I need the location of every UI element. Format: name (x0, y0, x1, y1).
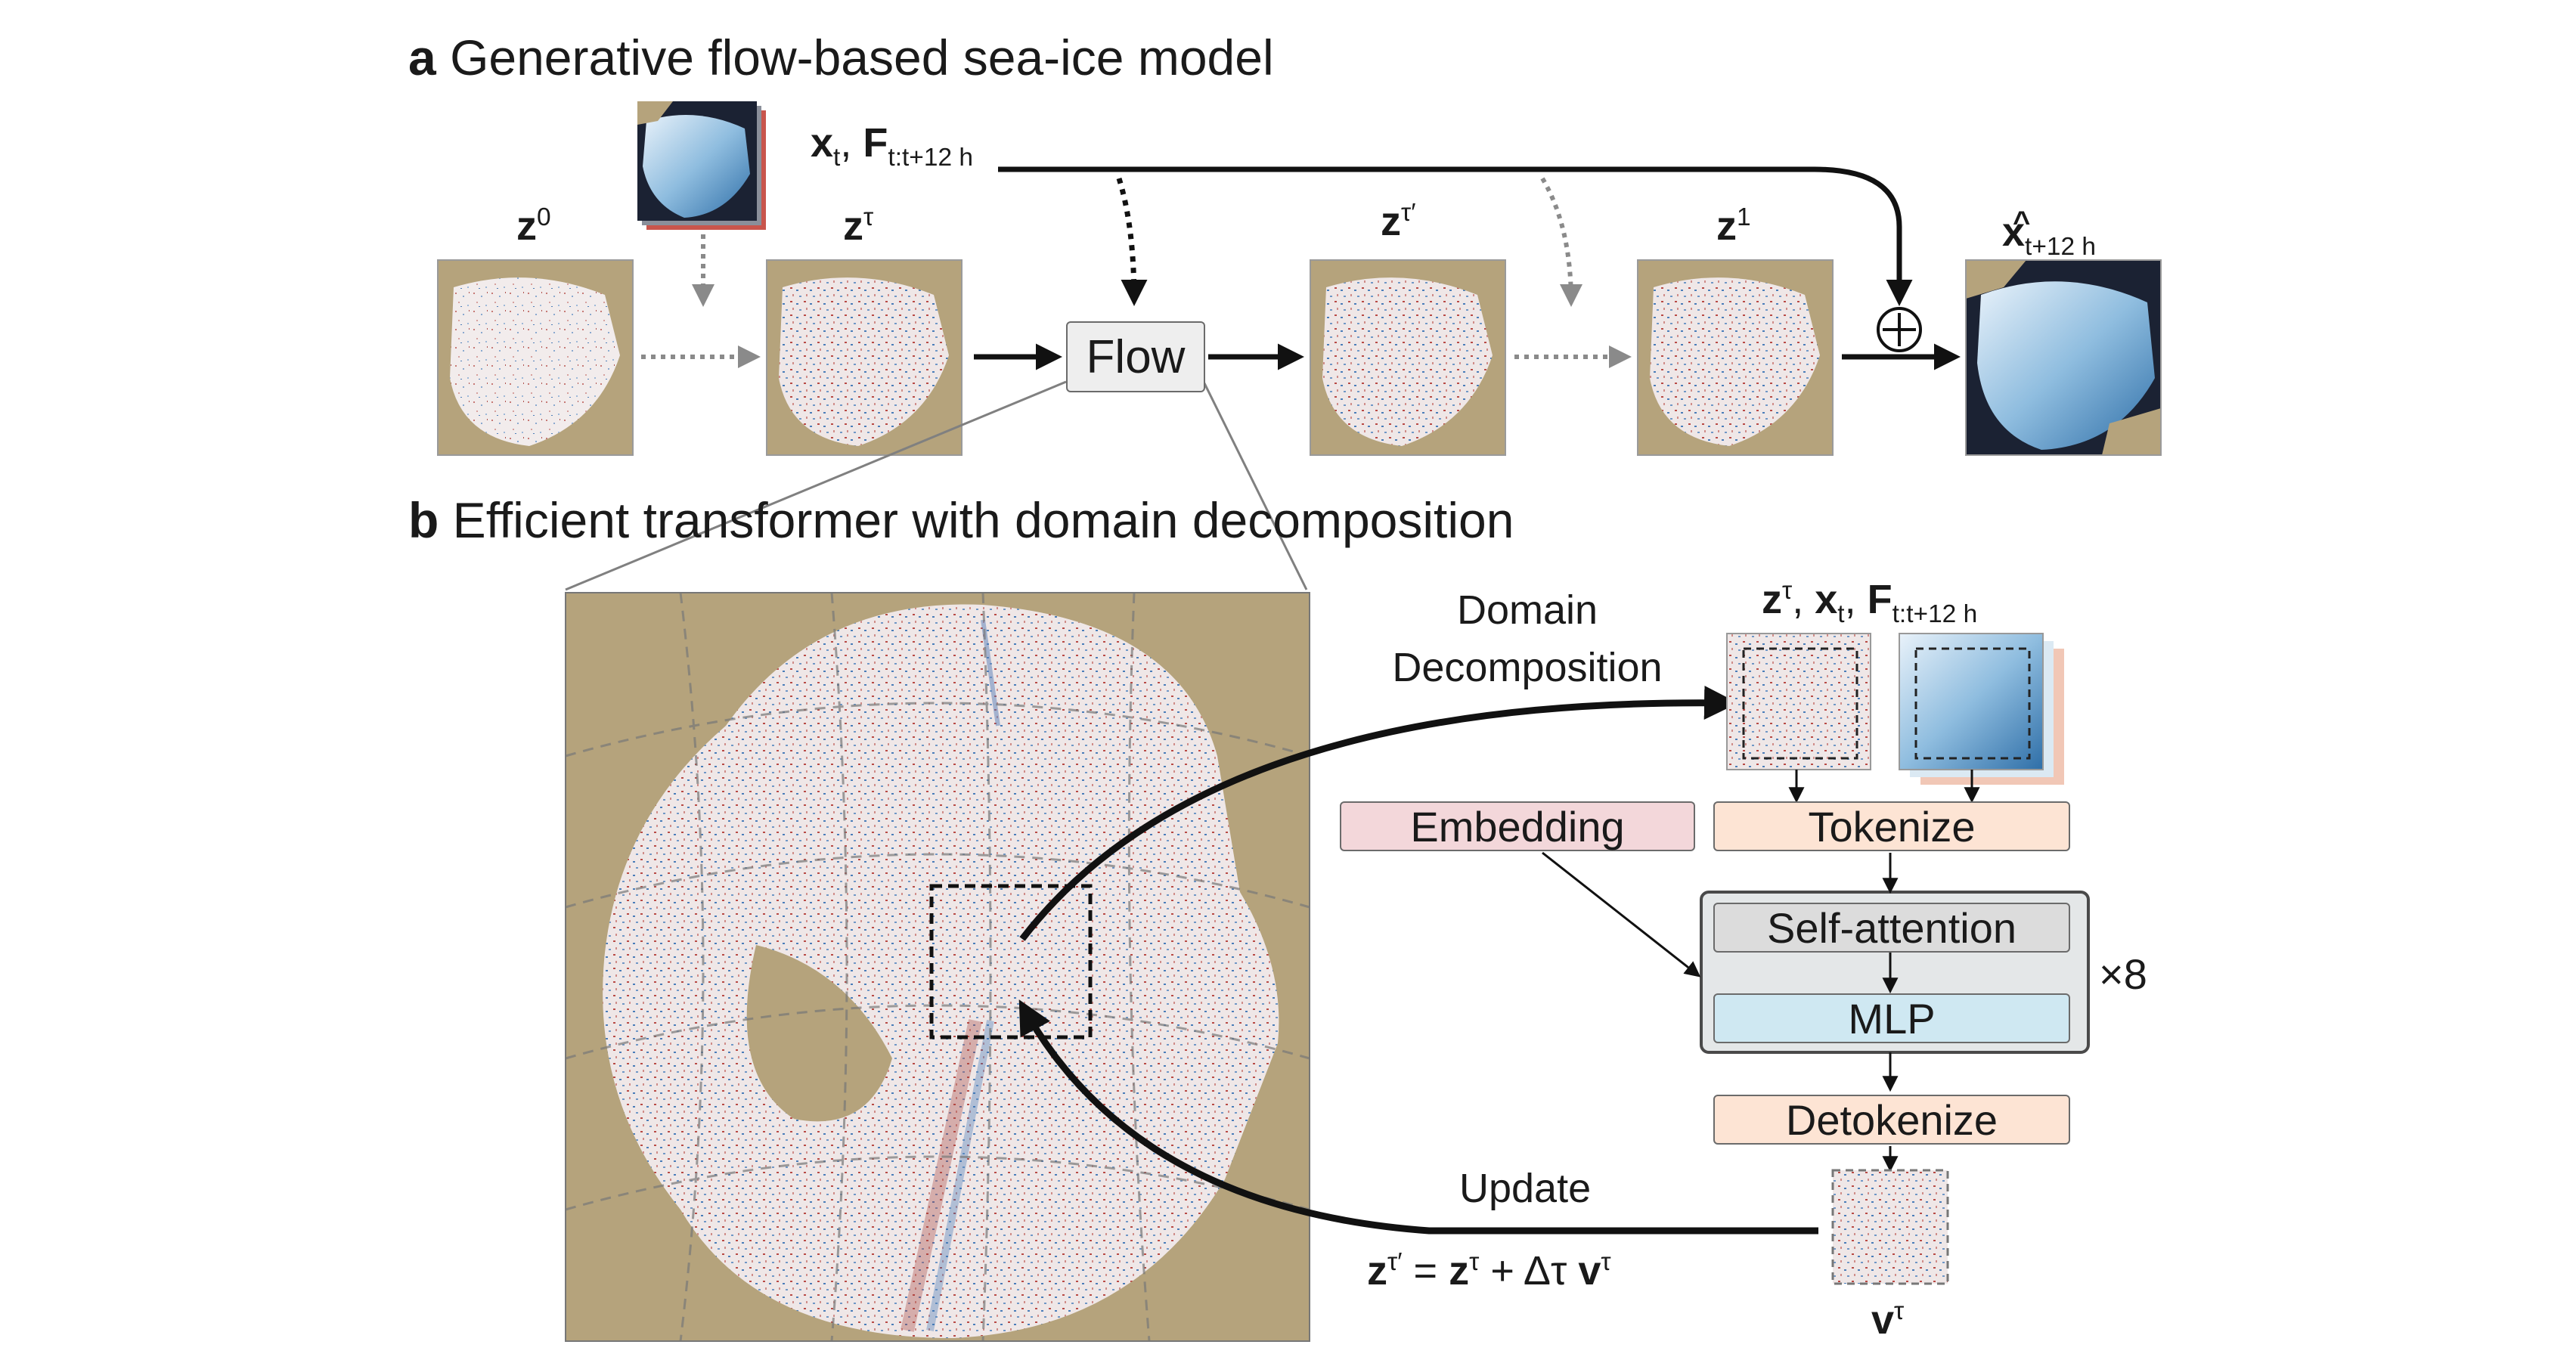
inputs-subdomain-tile (1899, 633, 2064, 785)
state-ztau-prime-sup: τ′ (1401, 199, 1416, 227)
update-arrow (1018, 999, 1818, 1235)
ztau-subdomain-tile (1726, 633, 1871, 770)
mlp-box: MLP (1713, 993, 2070, 1043)
eq-delta: Δτ (1523, 1248, 1567, 1293)
state-z1-label: z1 (1716, 203, 1751, 249)
state-z1-sup: 1 (1737, 203, 1751, 231)
output-sea-ice-thumbnail (1965, 259, 2162, 456)
eq-equals: = (1413, 1248, 1438, 1293)
domain-decomposition-label: Domain Decomposition (1361, 582, 1694, 696)
zoom-line-right (1202, 381, 1308, 590)
eq-lhs: z (1367, 1248, 1387, 1293)
state-ztau-base: z (843, 203, 863, 249)
state-z1-base: z (1716, 203, 1737, 249)
input-f-symbol: F (863, 120, 888, 166)
detokenize-label: Detokenize (1785, 1095, 1998, 1144)
output-x-symbol: x (2002, 209, 2026, 255)
panel-b-title-text: Efficient transformer with domain decomp… (452, 492, 1514, 548)
domain-decomposition-arrow (1019, 685, 1738, 941)
flow-box: Flow (1066, 321, 1205, 392)
velocity-sup: τ (1894, 1297, 1905, 1325)
update-label: Update (1459, 1166, 1592, 1211)
panel-b-letter: b (408, 492, 439, 548)
self-attention-box: Self-attention (1713, 903, 2070, 953)
conditioning-to-z1-arrow (1540, 177, 1582, 307)
zoom-line-left (565, 380, 1067, 591)
conditioning-to-flow-arrow (1116, 177, 1148, 306)
inputs-f-sub: t:t+12 h (1892, 599, 1978, 628)
inputs-x-symbol: x (1815, 577, 1838, 622)
embedding-to-transformer-arrow (1542, 851, 1701, 977)
eq-z: z (1449, 1248, 1470, 1293)
embedding-box: Embedding (1340, 801, 1695, 851)
eq-z-sup: τ (1469, 1248, 1480, 1276)
velocity-base: v (1871, 1297, 1895, 1343)
tokenize-box: Tokenize (1713, 801, 2070, 851)
input-x-subscript: t (833, 143, 841, 172)
output-label: xt+12 h (2002, 209, 2096, 262)
arctic-anomaly-map (565, 592, 1310, 1342)
panel-a-title-text: Generative flow-based sea-ice model (450, 29, 1274, 85)
input-fields-thumbnail (637, 101, 766, 230)
input-skip-connection-arrow (998, 166, 1913, 306)
inputs-z-sup: τ (1782, 577, 1793, 605)
inputs-z-symbol: z (1762, 577, 1782, 622)
velocity-tile (1831, 1169, 1949, 1285)
velocity-label: vτ (1871, 1297, 1904, 1343)
input-separator: , (840, 120, 852, 166)
flow-label: Flow (1086, 330, 1186, 383)
state-z0-label: z0 (516, 203, 551, 249)
tokenize-label: Tokenize (1808, 802, 1976, 850)
update-equation: zτ′ = zτ + Δτ vτ (1367, 1247, 1611, 1294)
embedding-label: Embedding (1410, 802, 1625, 850)
state-z0-sup: 0 (537, 203, 551, 231)
eq-v: v (1578, 1248, 1601, 1293)
domain-label-line2: Decomposition (1392, 644, 1663, 690)
eq-plus: + (1490, 1248, 1514, 1293)
detokenize-box: Detokenize (1713, 1095, 2070, 1145)
mlp-label: MLP (1848, 994, 1936, 1043)
state-ztau-prime-base: z (1381, 199, 1401, 244)
self-attention-label: Self-attention (1767, 903, 2016, 952)
panel-a-letter: a (408, 29, 436, 85)
eq-v-sup: τ (1601, 1248, 1611, 1276)
state-z1-thumbnail (1637, 259, 1834, 456)
state-ztau-prime-thumbnail (1310, 259, 1506, 456)
output-subscript: t+12 h (2025, 232, 2097, 261)
input-label: xt, Ft:t+12 h (811, 119, 973, 172)
panel-b-title: b Efficient transformer with domain deco… (408, 491, 1514, 549)
output-hat-icon: ^ (2013, 206, 2031, 239)
state-ztau-thumbnail (766, 259, 963, 456)
domain-label-line1: Domain (1456, 587, 1598, 633)
inputs-x-sub: t (1837, 599, 1845, 628)
state-z0-base: z (516, 203, 537, 249)
input-f-subscript: t:t+12 h (888, 143, 973, 172)
input-x-symbol: x (811, 120, 834, 166)
selected-subdomain (929, 884, 1093, 1039)
inputs-f-symbol: F (1867, 577, 1892, 622)
state-z0-thumbnail (437, 259, 634, 456)
eq-lhs-sup: τ′ (1387, 1248, 1403, 1276)
repeat-count: ×8 (2099, 950, 2147, 998)
panel-a-title: a Generative flow-based sea-ice model (408, 29, 1274, 86)
state-ztau-sup: τ (863, 203, 874, 231)
state-ztau-label: zτ (843, 203, 873, 249)
sum-circle (1877, 307, 1922, 352)
transformer-inputs-label: zτ, xt, Ft:t+12 h (1762, 577, 1978, 628)
state-ztau-prime-label: zτ′ (1381, 198, 1416, 245)
